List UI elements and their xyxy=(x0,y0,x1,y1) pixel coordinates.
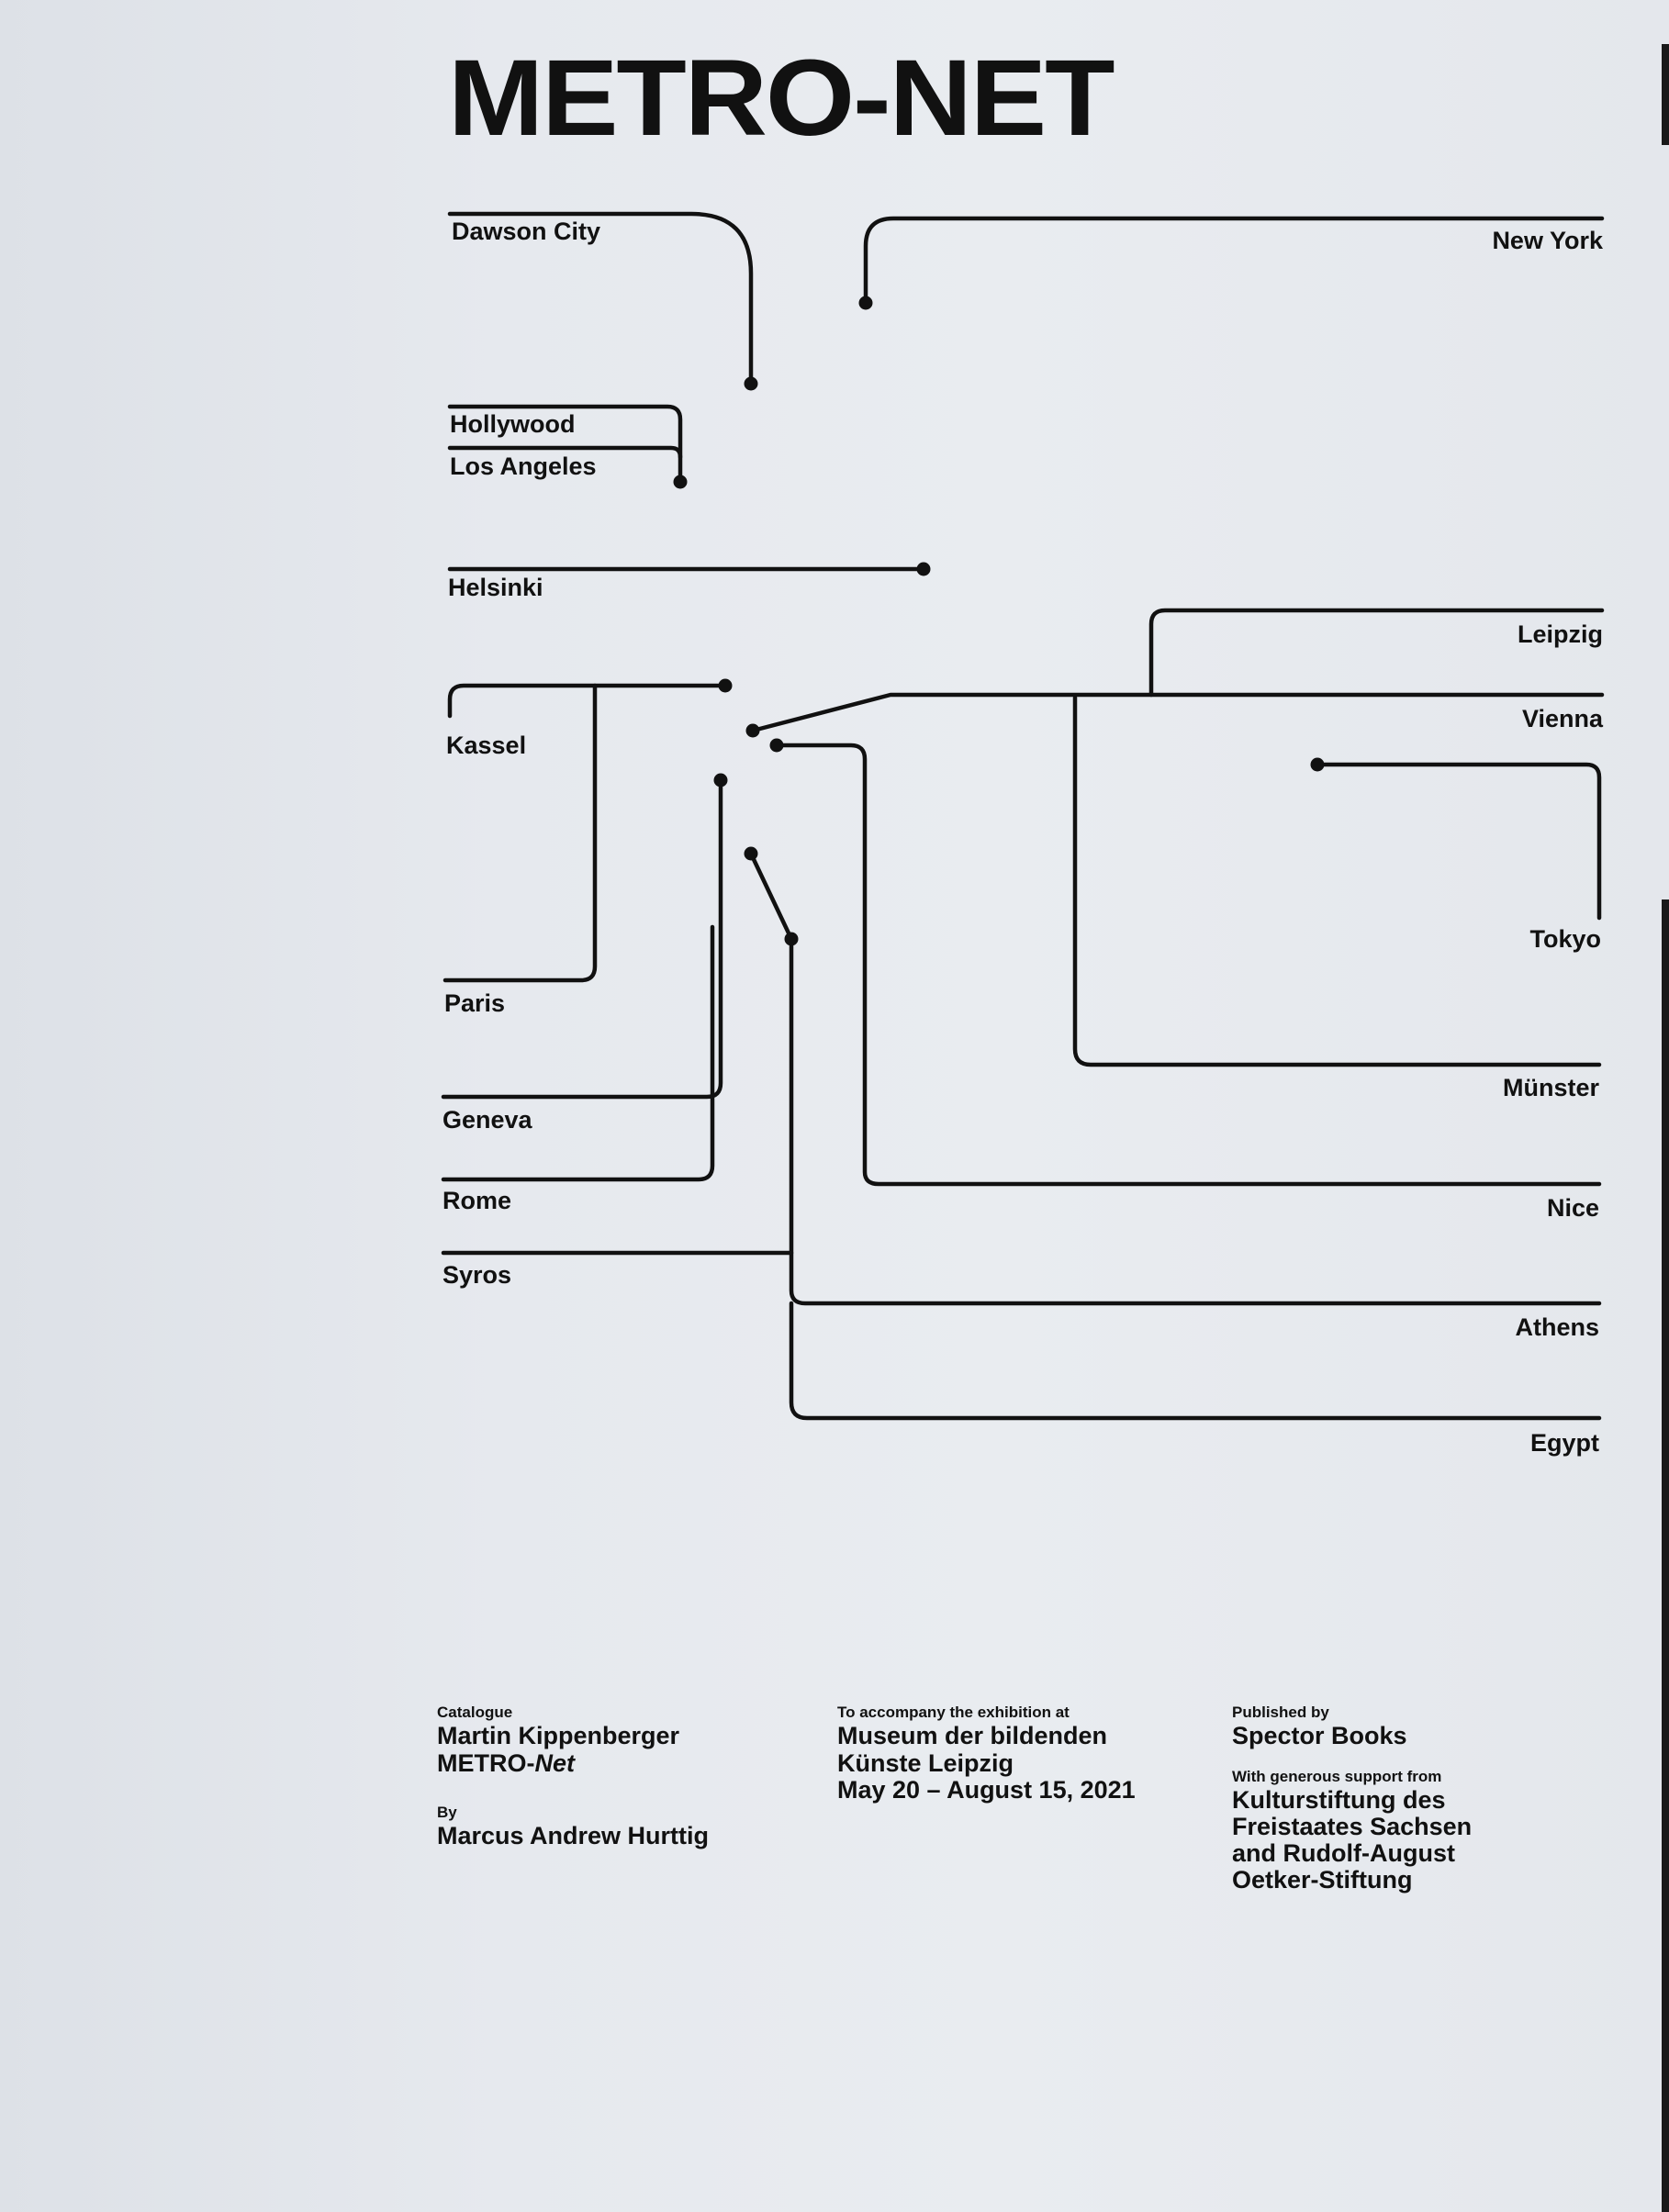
city-label-paris: Paris xyxy=(444,989,506,1017)
station-kassel xyxy=(718,678,733,693)
support-line-2: Freistaates Sachsen xyxy=(1232,1813,1473,1841)
city-label-egypt: Egypt xyxy=(1529,1429,1599,1457)
city-label-dawson-city: Dawson City xyxy=(452,218,601,245)
museum-line-2: Künste Leipzig xyxy=(837,1748,1014,1777)
line-paris xyxy=(442,683,598,983)
city-label-syros: Syros xyxy=(442,1261,512,1289)
colophon-catalogue: Catalogue Martin Kippenberger METRO-Net … xyxy=(437,1704,709,1849)
station-tokyo xyxy=(1310,757,1325,772)
colophon-publisher: Published by Spector Books With generous… xyxy=(1232,1704,1472,1894)
station-vienna xyxy=(745,723,760,738)
line-athens xyxy=(789,936,1602,1306)
support-label: With generous support from xyxy=(1232,1767,1442,1785)
line-tokyo xyxy=(1315,762,1602,921)
city-label-tokyo: Tokyo xyxy=(1529,925,1601,953)
city-label-kassel: Kassel xyxy=(446,732,527,759)
line-kassel xyxy=(447,683,728,719)
artist-name: Martin Kippenberger xyxy=(437,1722,680,1750)
line-geneva xyxy=(441,777,723,1100)
exhibition-label: To accompany the exhibition at xyxy=(837,1704,1070,1721)
city-label-rome: Rome xyxy=(442,1187,512,1214)
museum-line-1: Museum der bildenden xyxy=(837,1722,1108,1750)
station-athens-junction xyxy=(784,932,799,946)
author-name: Marcus Andrew Hurttig xyxy=(437,1822,710,1850)
station-new-york xyxy=(858,296,873,310)
station-athens xyxy=(744,846,758,861)
line-nice xyxy=(774,743,1602,1187)
city-label-geneva: Geneva xyxy=(442,1106,532,1134)
line-egypt xyxy=(789,1301,1602,1421)
line-athens-connector xyxy=(748,851,794,942)
station-nice xyxy=(769,738,784,753)
by-label: By xyxy=(437,1803,457,1821)
line-muenster xyxy=(1072,695,1602,1067)
page-edge-shadow xyxy=(1662,899,1669,2212)
city-label-new-york: New York xyxy=(1492,227,1603,254)
city-label-muenster: Münster xyxy=(1502,1074,1599,1101)
station-geneva xyxy=(713,773,728,788)
city-label-athens: Athens xyxy=(1515,1313,1599,1341)
published-label: Published by xyxy=(1232,1704,1329,1721)
page-title: METRO-NET xyxy=(448,38,1115,159)
exhibition-dates: May 20 – August 15, 2021 xyxy=(837,1775,1136,1804)
catalogue-label: Catalogue xyxy=(437,1704,513,1721)
line-new-york xyxy=(863,216,1605,306)
support-line-1: Kulturstiftung des xyxy=(1232,1785,1446,1814)
city-label-los-angeles: Los Angeles xyxy=(450,452,597,480)
work-title: METRO-Net xyxy=(437,1748,575,1777)
publisher-name: Spector Books xyxy=(1232,1722,1407,1750)
line-hollywood xyxy=(447,404,683,485)
colophon-exhibition: To accompany the exhibition at Museum de… xyxy=(837,1704,1136,1804)
support-line-4: Oetker-Stiftung xyxy=(1232,1866,1413,1894)
support-line-3: and Rudolf-August xyxy=(1232,1839,1455,1868)
line-los-angeles xyxy=(447,445,683,460)
city-label-hollywood: Hollywood xyxy=(450,410,576,438)
page-edge-shadow xyxy=(1662,44,1669,145)
city-label-helsinki: Helsinki xyxy=(448,574,543,601)
line-dawson-city xyxy=(447,211,754,386)
city-label-vienna: Vienna xyxy=(1521,705,1603,732)
station-dawson-city xyxy=(744,376,758,391)
line-leipzig xyxy=(1148,608,1605,698)
city-label-leipzig: Leipzig xyxy=(1518,620,1603,648)
line-vienna xyxy=(750,692,1605,733)
city-label-nice: Nice xyxy=(1546,1194,1599,1222)
line-rome xyxy=(441,924,715,1182)
station-los-angeles xyxy=(673,475,688,489)
station-helsinki xyxy=(916,562,931,576)
